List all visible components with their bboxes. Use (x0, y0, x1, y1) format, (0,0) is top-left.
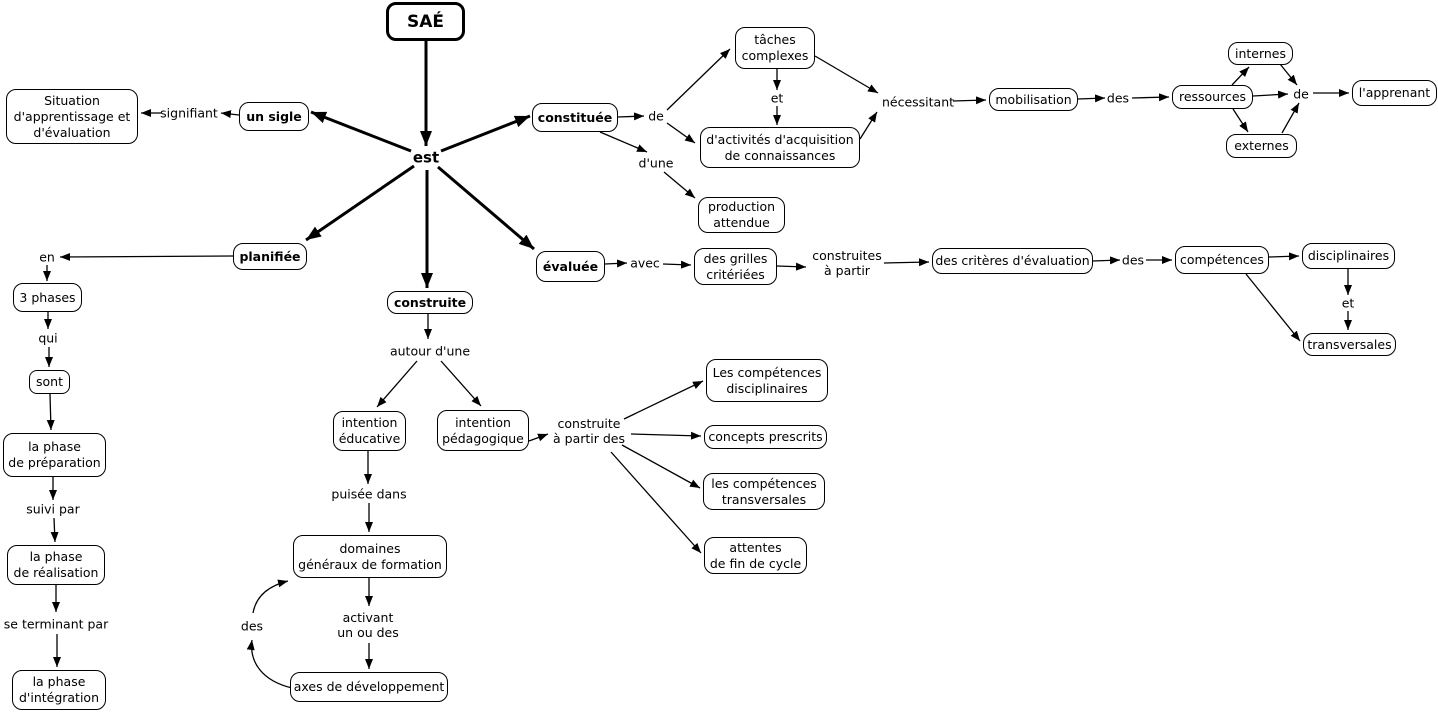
edge-planifiee-en (59, 252, 234, 261)
label-activant-un-ou-des: activant un ou des (337, 610, 399, 640)
node-competences-transversales: les compétences transversales (703, 473, 825, 510)
node-activites-acquisition: d'activités d'acquisition de connaissanc… (700, 127, 860, 168)
edge-autour-pedagogique (440, 360, 482, 407)
node-transversales: transversales (1303, 333, 1396, 356)
node-internes: internes (1228, 42, 1293, 65)
node-criteres-evaluation: des critères d'évaluation (932, 248, 1093, 274)
edge-constituee-de (617, 112, 645, 121)
node-concepts-prescrits: concepts prescrits (704, 425, 827, 449)
label-et-disciplinaires: et (1341, 295, 1355, 311)
node-sae: SAÉ (386, 2, 465, 41)
edge-pedagogique-capd (528, 433, 549, 442)
edge-de-activites (666, 122, 696, 144)
edge-criteres-des (1092, 256, 1121, 265)
edge-externes-de (1281, 102, 1300, 134)
label-signifiant: signifiant (160, 105, 218, 121)
edge-capd-comptrans (621, 444, 701, 489)
node-apprenant: l'apprenant (1352, 80, 1437, 106)
node-competences-disciplinaires: Les compétences disciplinaires (706, 359, 828, 402)
node-planifiee: planifiée (233, 243, 307, 270)
label-des-criteres: des (1121, 252, 1145, 268)
edge-avec-grilles (662, 260, 692, 269)
edge-ressources-internes (1231, 66, 1250, 86)
label-en: en (39, 249, 55, 265)
edge-internes-de (1279, 63, 1298, 86)
label-des-axes: des (240, 618, 264, 634)
edge-necessitant-mobilisation (952, 96, 987, 105)
label-suivi-par: suivi par (26, 501, 80, 517)
node-axes-developpement: axes de développement (290, 672, 448, 702)
label-autour-d-une: autour d'une (389, 343, 471, 359)
label-d-une: d'une (638, 155, 674, 171)
node-construite: construite (387, 291, 473, 314)
edge-constituee-dune (599, 131, 648, 153)
node-3-phases: 3 phases (13, 283, 82, 312)
edge-competences-transversales (1245, 273, 1301, 342)
node-sont: sont (29, 370, 70, 394)
node-mobilisation: mobilisation (989, 88, 1078, 111)
edge-des-domaines-curve (252, 579, 289, 614)
node-evaluee: évaluée (536, 251, 605, 282)
edge-dune-production (663, 171, 696, 199)
edge-capd-compdisc (623, 380, 704, 420)
edge-sont-preparation (46, 393, 55, 431)
node-disciplinaires: disciplinaires (1302, 243, 1395, 269)
edge-capd-concepts (630, 431, 702, 440)
node-intention-pedagogique: intention pédagogique (437, 410, 529, 451)
edge-autour-educative (376, 360, 418, 408)
edge-construites-criteres (883, 258, 930, 267)
label-se-terminant-par: se terminant par (3, 616, 109, 632)
label-est: est (412, 148, 440, 167)
edge-est-planifiee (305, 164, 415, 242)
node-ressources: ressources (1172, 85, 1253, 109)
node-competences: compétences (1175, 246, 1269, 274)
edge-mobilisation-des (1077, 94, 1106, 103)
node-grilles-criteriees: des grilles critériées (694, 248, 777, 285)
node-situation: Situation d'apprentissage et d'évaluatio… (6, 89, 138, 144)
edge-taches-necessitant (814, 55, 879, 94)
edge-capd-attentes (610, 451, 702, 554)
edge-ressources-de (1252, 90, 1289, 99)
node-production-attendue: production attendue (698, 197, 785, 233)
node-externes: externes (1226, 134, 1297, 158)
node-constituee: constituée (532, 103, 618, 132)
edge-evaluee-avec (604, 259, 628, 268)
node-phase-integration: la phase d'intégration (12, 670, 106, 710)
label-de-constituee: de (648, 108, 664, 124)
edge-des-ressources (1131, 93, 1170, 102)
node-attentes-fin-cycle: attentes de fin de cycle (704, 537, 807, 574)
node-intention-educative: intention éducative (333, 411, 406, 451)
node-taches-complexes: tâches complexes (735, 27, 815, 69)
edge-est-evaluee (437, 165, 535, 251)
label-et-taches: et (770, 90, 784, 106)
edge-competences-disciplinaires (1268, 252, 1300, 261)
edge-activites-necessitant (859, 111, 878, 140)
label-avec: avec (630, 255, 660, 271)
node-phase-preparation: la phase de préparation (3, 433, 106, 477)
label-construite-a-partir-des: construite à partir des (553, 416, 625, 446)
node-un-sigle: un sigle (239, 102, 309, 131)
edge-axes-des-curve (246, 639, 293, 689)
label-construites-a-partir: construites à partir (812, 248, 882, 278)
label-puisee-dans: puisée dans (331, 486, 407, 502)
label-necessitant: nécessitant (881, 94, 955, 110)
label-qui: qui (38, 330, 58, 346)
label-des-mobilisation: des (1106, 90, 1130, 106)
edge-est-un-sigle (310, 110, 412, 153)
edge-suivipar-realisation (50, 517, 59, 543)
edge-grilles-construites (776, 262, 807, 271)
node-domaines-generaux: domaines généraux de formation (293, 535, 447, 578)
label-de-ressources: de (1293, 86, 1309, 102)
edge-unsigle-signifiant (220, 110, 240, 119)
node-phase-realisation: la phase de réalisation (7, 545, 105, 585)
edge-est-constituee (440, 114, 531, 153)
edge-de-taches (666, 48, 731, 111)
edge-ressources-externes (1232, 108, 1249, 133)
